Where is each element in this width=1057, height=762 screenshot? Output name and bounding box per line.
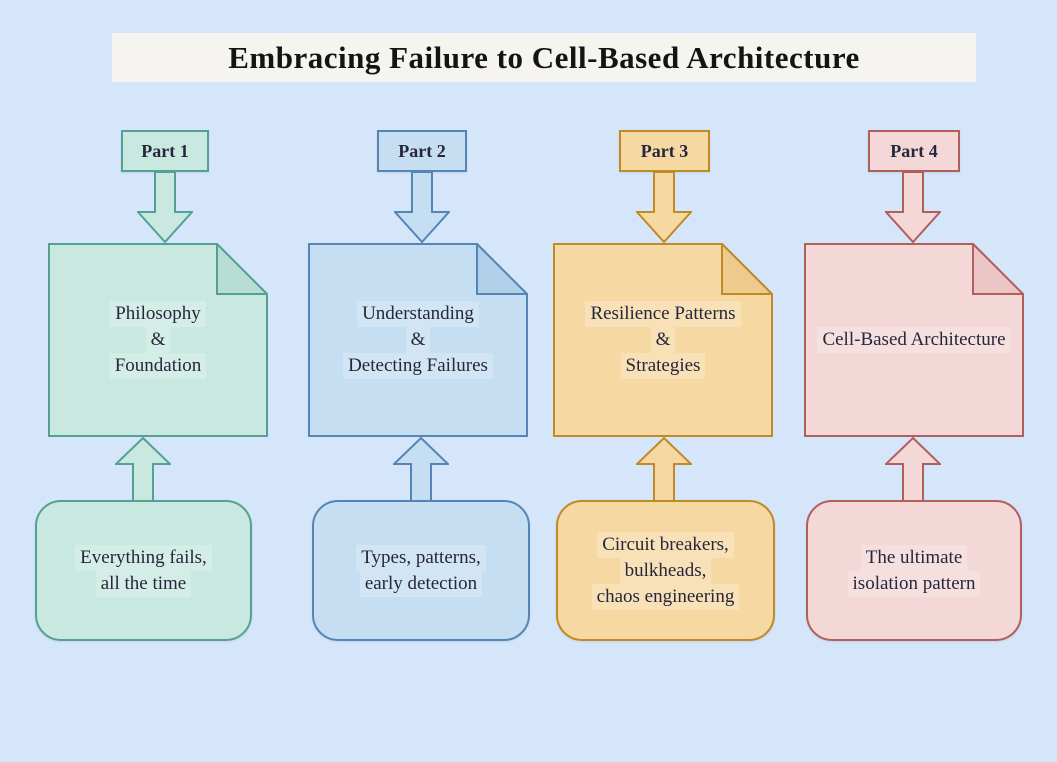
part-3-up-arrow-icon xyxy=(636,437,692,502)
part-2-document-text: Understanding & Detecting Failures xyxy=(308,243,528,437)
part-4-down-arrow-icon xyxy=(885,171,941,243)
document-line: Strategies xyxy=(620,353,706,379)
part-3-down-arrow-icon xyxy=(636,171,692,243)
part-3-document-text: Resilience Patterns & Strategies xyxy=(553,243,773,437)
part-2-note: Types, patterns, early detection xyxy=(312,500,530,641)
part-1-note: Everything fails, all the time xyxy=(35,500,252,641)
part-2-up-arrow-icon xyxy=(393,437,449,502)
part-2-badge: Part 2 xyxy=(377,130,467,172)
document-shape xyxy=(308,243,528,437)
part-3-badge: Part 3 xyxy=(619,130,710,172)
part-1-up-arrow-icon xyxy=(115,437,171,502)
document-line: Cell-Based Architecture xyxy=(817,327,1011,353)
document-line: Philosophy xyxy=(110,301,206,327)
part-3-badge-label: Part 3 xyxy=(640,140,689,161)
document-line: & xyxy=(405,327,431,353)
document-line: Detecting Failures xyxy=(343,353,493,379)
part-4-note: The ultimate isolation pattern xyxy=(806,500,1022,641)
part-1-document-text: Philosophy & Foundation xyxy=(48,243,268,437)
part-3-note: Circuit breakers, bulkheads, chaos engin… xyxy=(556,500,775,641)
note-line: early detection xyxy=(359,570,483,597)
part-3-document: Resilience Patterns & Strategies xyxy=(553,243,773,437)
part-1-badge: Part 1 xyxy=(121,130,209,172)
part-1-document: Philosophy & Foundation xyxy=(48,243,268,437)
note-line: bulkheads, xyxy=(619,557,712,584)
note-line: Circuit breakers, xyxy=(597,531,734,558)
note-line: The ultimate xyxy=(860,544,968,571)
document-line: Resilience Patterns xyxy=(585,301,741,327)
document-line: & xyxy=(650,327,676,353)
document-line: Foundation xyxy=(109,353,207,379)
document-shape xyxy=(804,243,1024,437)
document-line: & xyxy=(145,327,171,353)
document-line: Understanding xyxy=(357,301,479,327)
part-1-badge-label: Part 1 xyxy=(141,140,189,161)
part-4-document: Cell-Based Architecture xyxy=(804,243,1024,437)
part-2-badge-label: Part 2 xyxy=(398,140,446,161)
note-line: isolation pattern xyxy=(847,570,981,597)
note-line: chaos engineering xyxy=(591,583,740,610)
part-4-up-arrow-icon xyxy=(885,437,941,502)
part-4-document-text: Cell-Based Architecture xyxy=(804,243,1024,437)
note-line: all the time xyxy=(95,570,192,597)
part-2-document: Understanding & Detecting Failures xyxy=(308,243,528,437)
note-line: Types, patterns, xyxy=(356,544,486,571)
part-2-down-arrow-icon xyxy=(394,171,450,243)
document-shape xyxy=(48,243,268,437)
slide-title-bar: Embracing Failure to Cell-Based Architec… xyxy=(112,33,976,82)
document-shape xyxy=(553,243,773,437)
part-1-down-arrow-icon xyxy=(137,171,193,243)
note-line: Everything fails, xyxy=(75,544,212,571)
part-4-badge-label: Part 4 xyxy=(890,140,938,161)
part-4-badge: Part 4 xyxy=(868,130,960,172)
slide-title: Embracing Failure to Cell-Based Architec… xyxy=(228,39,860,75)
